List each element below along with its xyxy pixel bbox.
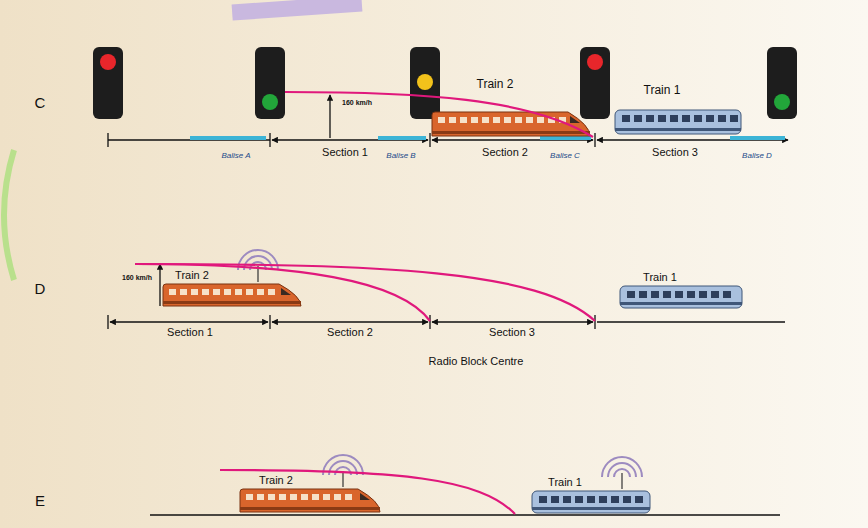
signal <box>767 47 797 119</box>
balise <box>730 136 785 140</box>
braking-curve <box>220 470 515 514</box>
braking-curve <box>135 264 430 321</box>
balise <box>190 136 266 140</box>
signal <box>255 47 285 119</box>
text-label: Section 3 <box>489 326 535 339</box>
text-label: Section 3 <box>652 146 698 159</box>
braking-curve <box>285 92 593 137</box>
signals <box>93 47 797 119</box>
trains <box>163 110 742 513</box>
track-line <box>272 321 428 322</box>
text-label: Section 1 <box>322 146 368 159</box>
track-line <box>110 321 268 322</box>
text-label: Train 2 <box>259 474 293 487</box>
signal-light <box>262 94 278 110</box>
track-line <box>597 321 785 322</box>
braking-curves <box>135 92 595 514</box>
signal <box>410 47 440 119</box>
text-label: 160 km/h <box>342 99 372 107</box>
signal <box>93 47 123 119</box>
section-tick <box>429 133 430 147</box>
balise-label: Balise A <box>221 151 250 160</box>
speed-arrow <box>329 95 330 138</box>
text-label: Train 1 <box>643 271 677 284</box>
text-label: Section 1 <box>167 326 213 339</box>
signal-light <box>100 54 116 70</box>
level-letter: C <box>35 94 46 111</box>
section-tick <box>107 315 108 329</box>
track-line <box>432 321 593 322</box>
section-tick <box>107 133 108 147</box>
green-arc <box>4 150 14 280</box>
level-letter: E <box>35 492 45 509</box>
radio-antenna <box>602 457 642 489</box>
balise-label: Balise B <box>386 151 415 160</box>
paper-note <box>232 0 363 21</box>
signal-light <box>774 94 790 110</box>
section-tick <box>269 133 270 147</box>
section-tick <box>429 315 430 329</box>
signal-light <box>417 74 433 90</box>
train-blue <box>532 491 650 513</box>
section-tick <box>269 315 270 329</box>
section-tick <box>594 133 595 147</box>
train-orange <box>163 284 301 306</box>
balise-label: Balise C <box>550 151 580 160</box>
text-label: Train 1 <box>548 476 582 489</box>
text-label: Train 1 <box>644 84 681 98</box>
level-letter: D <box>35 280 46 297</box>
text-label: Section 2 <box>482 146 528 159</box>
text-label: Train 2 <box>175 269 209 282</box>
balise <box>540 136 591 140</box>
braking-curve <box>135 264 595 321</box>
signal <box>580 47 610 119</box>
text-label: 160 km/h <box>122 274 152 282</box>
text-label: Radio Block Centre <box>429 355 524 368</box>
balise-label: Balise D <box>742 151 772 160</box>
train-blue <box>620 286 742 308</box>
track-line <box>150 514 780 516</box>
speed-arrow <box>159 264 160 306</box>
train-orange <box>240 489 380 512</box>
train-blue <box>615 110 741 134</box>
balise <box>378 136 426 140</box>
text-label: Train 2 <box>477 78 514 92</box>
signal-light <box>587 54 603 70</box>
text-label: Section 2 <box>327 326 373 339</box>
tracks <box>108 95 788 515</box>
section-tick <box>594 315 595 329</box>
